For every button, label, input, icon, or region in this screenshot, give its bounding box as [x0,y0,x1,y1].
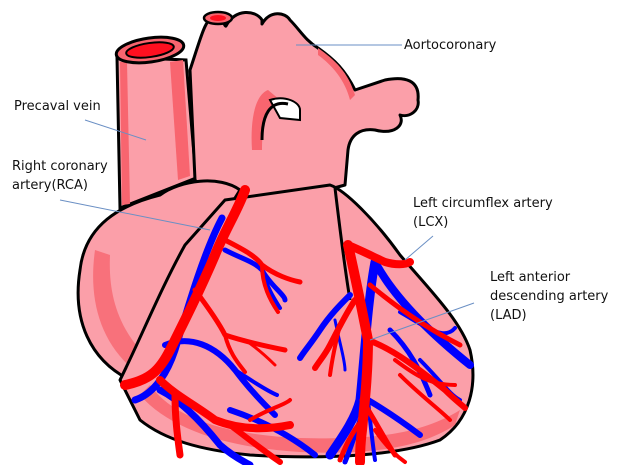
label-lad: Left anterior descending artery (LAD) [490,268,608,325]
label-precaval-vein: Precaval vein [14,97,101,116]
label-line: (LAD) [490,308,527,323]
label-aortocoronary: Aortocoronary [404,36,496,55]
leader-lines [59,44,475,341]
label-line: Right coronary [12,159,108,174]
label-line: descending artery [490,289,609,304]
label-line: artery(RCA) [12,178,88,193]
precaval-vein-shape [114,35,198,211]
label-rca: Right coronary artery(RCA) [12,157,108,195]
leader-precaval-vein [84,119,147,141]
label-line: Precaval vein [14,99,101,114]
label-line: Aortocoronary [404,38,497,53]
aorta-shape [188,10,420,207]
leader-lad [369,302,475,341]
coronary-arteries [120,185,468,467]
leader-lcx [404,235,434,261]
label-line: (LCX) [413,215,449,230]
label-line: Left circumflex artery [413,196,553,211]
label-lcx: Left circumflex artery (LCX) [413,194,553,232]
leader-rca [59,199,211,231]
label-line: Left anterior [490,270,571,285]
